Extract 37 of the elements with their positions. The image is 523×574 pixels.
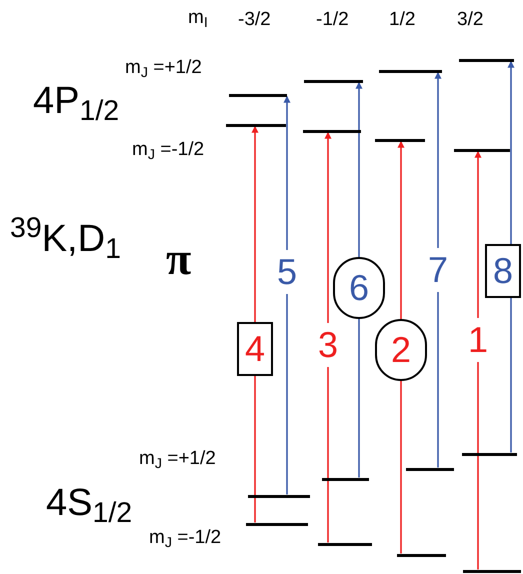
energy-level xyxy=(229,94,287,96)
level-label: π xyxy=(166,232,192,286)
energy-level xyxy=(318,542,372,546)
energy-level xyxy=(375,138,425,142)
transition-arrow xyxy=(324,132,332,542)
edge-label: 8 xyxy=(485,244,521,298)
energy-level xyxy=(462,452,517,456)
energy-level xyxy=(226,124,286,126)
level-label: 3/2 xyxy=(457,8,484,32)
level-label: m$_{J}$ =+1/2 xyxy=(139,447,216,471)
level-label: m$_{J}$ =-1/2 xyxy=(149,526,222,550)
edge-label: 4 xyxy=(237,322,273,376)
transition-arrow xyxy=(284,96,290,494)
energy-level xyxy=(379,70,442,72)
transition-arrow xyxy=(474,150,482,570)
level-label: 4P$_{1/2}$ xyxy=(33,79,120,126)
edge-label: 2 xyxy=(375,319,427,381)
level-label: -1/2 xyxy=(316,8,349,32)
level-label: 4S$_{1/2}$ xyxy=(46,481,132,528)
level-label: m$_{J}$ =+1/2 xyxy=(125,56,202,80)
edge-label: 6 xyxy=(333,257,385,319)
level-label: m$_{J}$ =-1/2 xyxy=(132,138,204,162)
transition-arrow xyxy=(434,72,442,468)
level-label: 1/2 xyxy=(389,8,416,32)
energy-level xyxy=(406,468,454,470)
level-label: m$_{I}$ xyxy=(188,6,208,30)
energy-level xyxy=(246,522,308,526)
level-label: $^{39}$K,D$_{1}$ xyxy=(10,216,121,264)
energy-level xyxy=(463,570,521,572)
energy-level xyxy=(248,494,310,498)
level-label: -3/2 xyxy=(238,8,271,32)
energy-level xyxy=(459,58,514,62)
energy-level xyxy=(304,80,363,82)
energy-level xyxy=(322,478,369,480)
energy-level xyxy=(454,148,510,152)
energy-level xyxy=(303,130,361,132)
energy-level xyxy=(397,554,446,556)
